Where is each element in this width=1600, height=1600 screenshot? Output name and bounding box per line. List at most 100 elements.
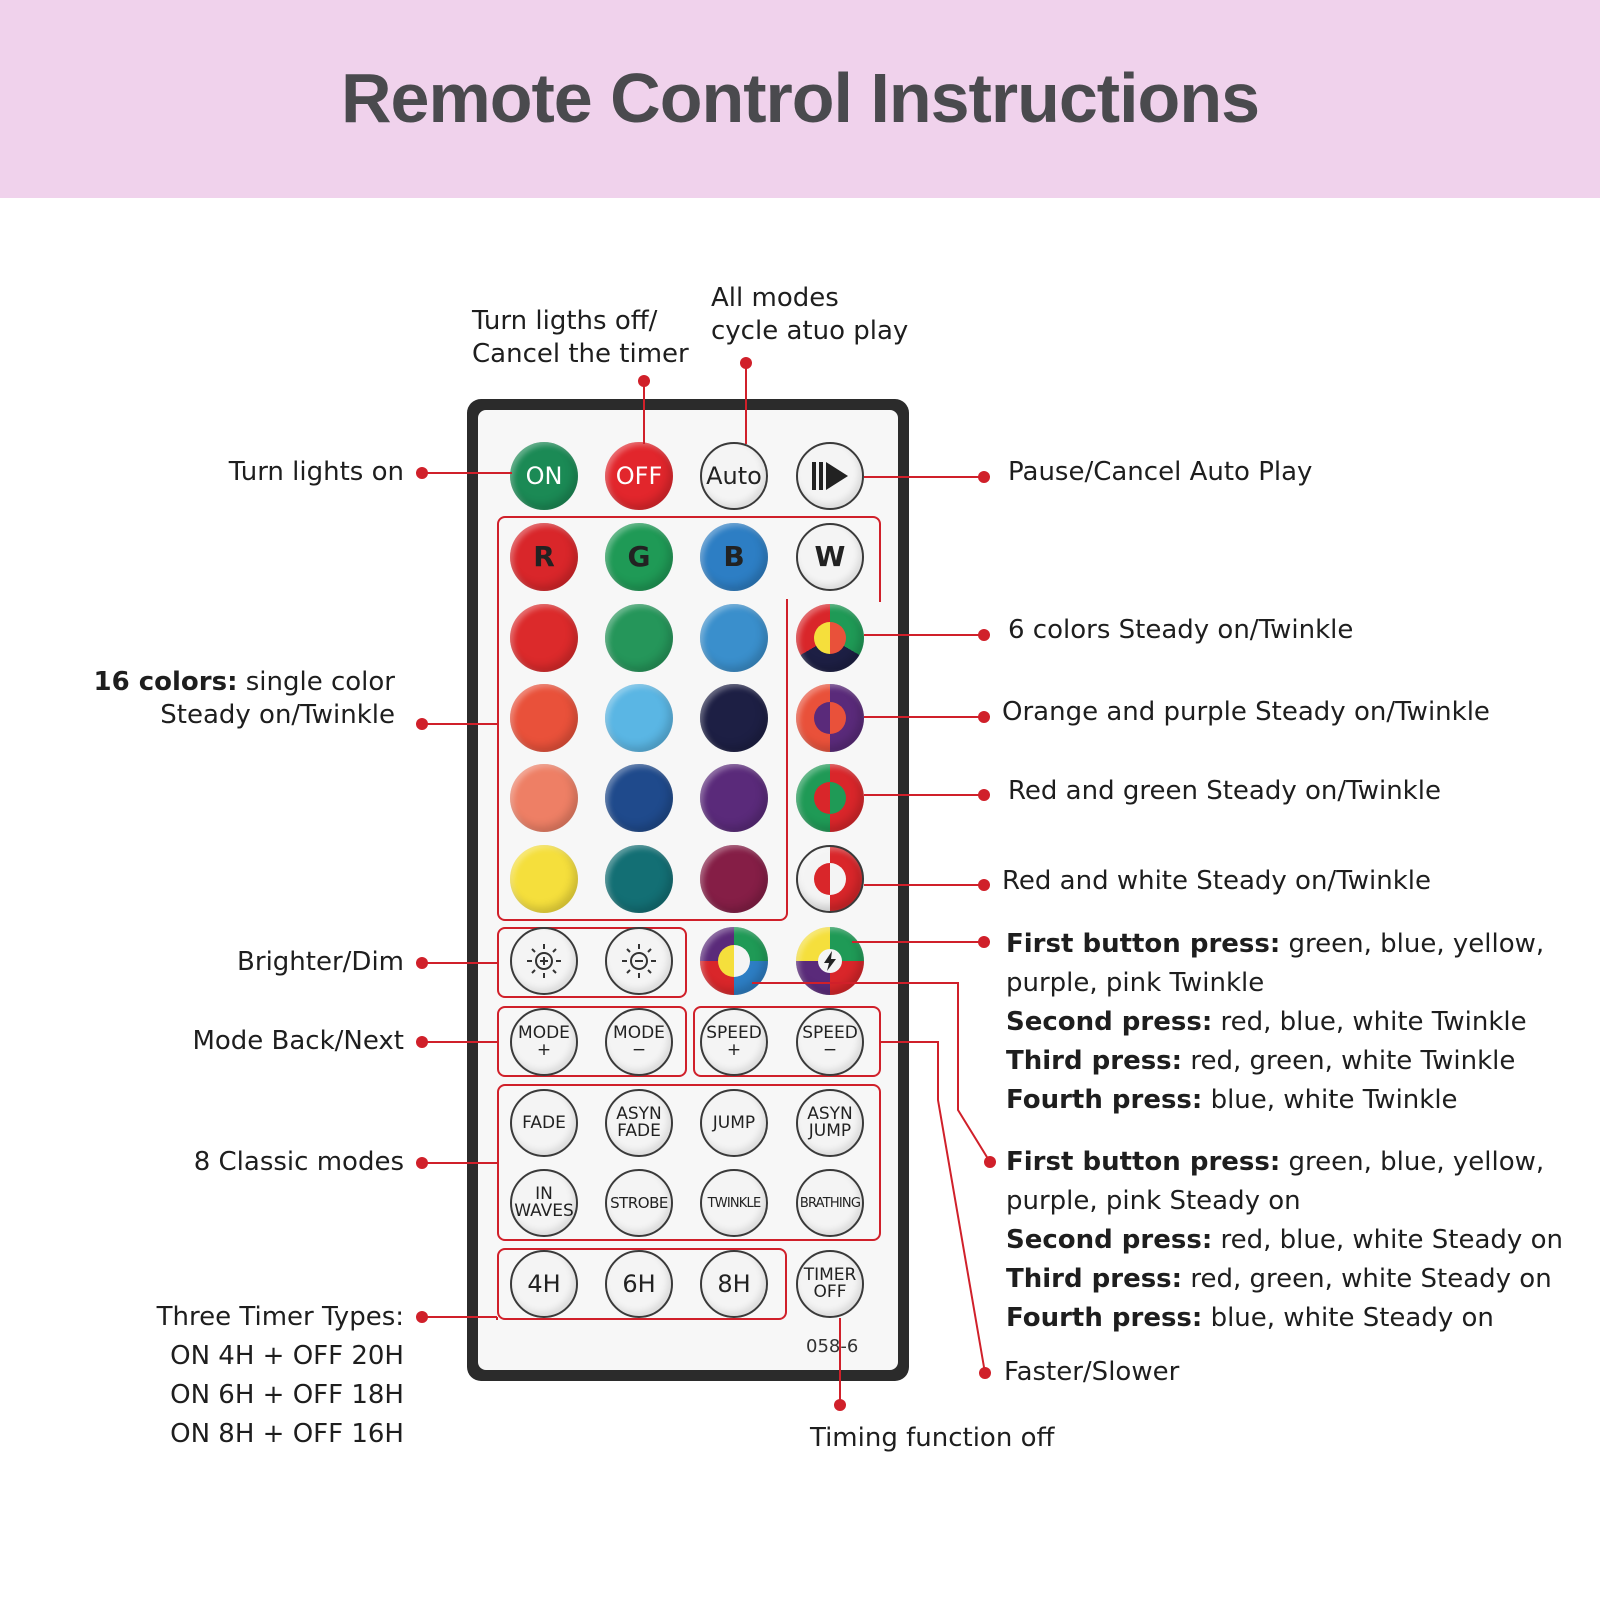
turn-off-line-2: Cancel the timer: [472, 338, 689, 369]
brathing-label: BRATHING: [799, 1195, 861, 1211]
auto-button[interactable]: Auto: [700, 442, 768, 510]
asyn-jump-button[interactable]: ASYN JUMP: [796, 1089, 864, 1157]
off-button[interactable]: OFF: [605, 442, 673, 510]
color-button-12[interactable]: [700, 845, 768, 913]
pause-annotation: Pause/Cancel Auto Play: [1008, 457, 1313, 487]
twinkle-group-annotation: First button press: green, blue, yellow,…: [1006, 925, 1544, 1120]
sixteen-colors-rest: single color: [237, 667, 395, 697]
color-button-4[interactable]: [510, 684, 578, 752]
color-button-3[interactable]: [700, 604, 768, 672]
red-green-icon: [814, 782, 846, 814]
speed-group-box: [693, 1006, 881, 1077]
timer-off-label: TIMER OFF: [803, 1265, 857, 1302]
speed-up-label: SPEED +: [706, 1023, 762, 1060]
twinkle-third-bold: Third press:: [1006, 1046, 1183, 1076]
dim-button[interactable]: [605, 927, 673, 995]
red-white-annotation: Red and white Steady on/Twinkle: [1002, 866, 1432, 896]
timer-6h-button[interactable]: 6H: [605, 1250, 673, 1318]
timer-types-annotation: Three Timer Types: ON 4H + OFF 20H ON 6H…: [157, 1298, 404, 1454]
twinkle-fourth-bold: Fourth press:: [1006, 1085, 1203, 1115]
timer-4h-button[interactable]: 4H: [510, 1250, 578, 1318]
turn-off-annotation: Turn ligths off/ Cancel the timer: [472, 305, 689, 370]
timer-8h-button[interactable]: 8H: [700, 1250, 768, 1318]
red-green-button[interactable]: [796, 764, 864, 832]
red-button[interactable]: R: [510, 523, 578, 591]
twinkle-button[interactable]: TWINKLE: [700, 1169, 768, 1237]
steady-third-bold: Third press:: [1006, 1264, 1183, 1294]
steady-second-bold: Second press:: [1006, 1225, 1213, 1255]
auto-line-1: All modes: [711, 283, 839, 313]
multicolor-icon: [814, 622, 846, 654]
steady-second-rest: red, blue, white Steady on: [1212, 1225, 1563, 1255]
steady-first-rest: green, blue, yellow,: [1280, 1147, 1545, 1177]
turn-on-annotation: Turn lights on: [228, 457, 404, 487]
header-banner: Remote Control Instructions: [0, 0, 1600, 198]
timer-8h-label: 8H: [717, 1270, 751, 1298]
timing-off-annotation: Timing function off: [810, 1423, 1055, 1453]
timer-types-line-1: Three Timer Types:: [156, 1302, 404, 1332]
sixteen-colors-annotation: 16 colors: single color Steady on/Twinkl…: [93, 666, 395, 731]
orange-purple-icon: [814, 702, 846, 734]
mode-back-button[interactable]: MODE +: [510, 1008, 578, 1076]
asyn-fade-button[interactable]: ASYN FADE: [605, 1089, 673, 1157]
color-button-9[interactable]: [700, 764, 768, 832]
in-waves-button[interactable]: IN WAVES: [510, 1169, 578, 1237]
color-button-8[interactable]: [605, 764, 673, 832]
page-title: Remote Control Instructions: [340, 59, 1260, 137]
timer-4h-label: 4H: [527, 1270, 561, 1298]
jump-button[interactable]: JUMP: [700, 1089, 768, 1157]
color-button-7[interactable]: [510, 764, 578, 832]
timer-6h-label: 6H: [622, 1270, 656, 1298]
play-pause-icon: [812, 462, 848, 490]
color-button-2[interactable]: [605, 604, 673, 672]
brightness-up-icon: [527, 944, 561, 978]
orange-purple-button[interactable]: [796, 684, 864, 752]
faster-slower-annotation: Faster/Slower: [1004, 1357, 1180, 1387]
mode-next-button[interactable]: MODE −: [605, 1008, 673, 1076]
timer-types-line-2: ON 4H + OFF 20H: [170, 1341, 404, 1371]
twinkle-first-bold: First button press:: [1006, 929, 1281, 959]
on-button[interactable]: ON: [510, 442, 578, 510]
color-button-6[interactable]: [700, 684, 768, 752]
speed-up-button[interactable]: SPEED +: [700, 1008, 768, 1076]
blue-button[interactable]: B: [700, 523, 768, 591]
white-button[interactable]: W: [796, 523, 864, 591]
jump-label: JUMP: [712, 1112, 756, 1133]
twinkle-fourth-rest: blue, white Twinkle: [1202, 1085, 1458, 1115]
brightness-group-box: [497, 927, 687, 998]
twinkle-third-rest: red, green, white Twinkle: [1182, 1046, 1516, 1076]
brightness-down-icon: [622, 944, 656, 978]
strobe-label: STROBE: [610, 1193, 668, 1212]
brathing-button[interactable]: BRATHING: [796, 1169, 864, 1237]
play-pause-button[interactable]: [796, 442, 864, 510]
strobe-button[interactable]: STROBE: [605, 1169, 673, 1237]
green-button[interactable]: G: [605, 523, 673, 591]
timer-types-line-4: ON 8H + OFF 16H: [170, 1419, 404, 1449]
mode-back-next-annotation: Mode Back/Next: [192, 1026, 404, 1056]
color-button-11[interactable]: [605, 845, 673, 913]
brighter-button[interactable]: [510, 927, 578, 995]
fade-label: FADE: [522, 1112, 566, 1133]
timer-group-box: [497, 1248, 787, 1320]
timer-types-line-3: ON 6H + OFF 18H: [170, 1380, 404, 1410]
color-button-5[interactable]: [605, 684, 673, 752]
color-grid-group-box: [497, 599, 788, 921]
multicolor-flash-icon: [818, 949, 842, 973]
turn-off-line-1: Turn ligths off/: [472, 306, 658, 336]
steady-third-rest: red, green, white Steady on: [1182, 1264, 1552, 1294]
brighter-dim-annotation: Brighter/Dim: [237, 947, 404, 977]
color-button-10[interactable]: [510, 845, 578, 913]
twinkle-second-rest: red, blue, white Twinkle: [1212, 1007, 1527, 1037]
orange-purple-annotation: Orange and purple Steady on/Twinkle: [1002, 697, 1490, 727]
timer-off-button[interactable]: TIMER OFF: [796, 1250, 864, 1318]
red-button-label: R: [533, 540, 555, 573]
auto-line-2: cycle atuo play: [711, 315, 909, 346]
speed-down-label: SPEED −: [802, 1023, 858, 1060]
fade-button[interactable]: FADE: [510, 1089, 578, 1157]
color-button-1[interactable]: [510, 604, 578, 672]
red-white-button[interactable]: [796, 845, 864, 913]
six-colors-button[interactable]: [796, 604, 864, 672]
speed-down-button[interactable]: SPEED −: [796, 1008, 864, 1076]
on-button-label: ON: [525, 462, 563, 490]
